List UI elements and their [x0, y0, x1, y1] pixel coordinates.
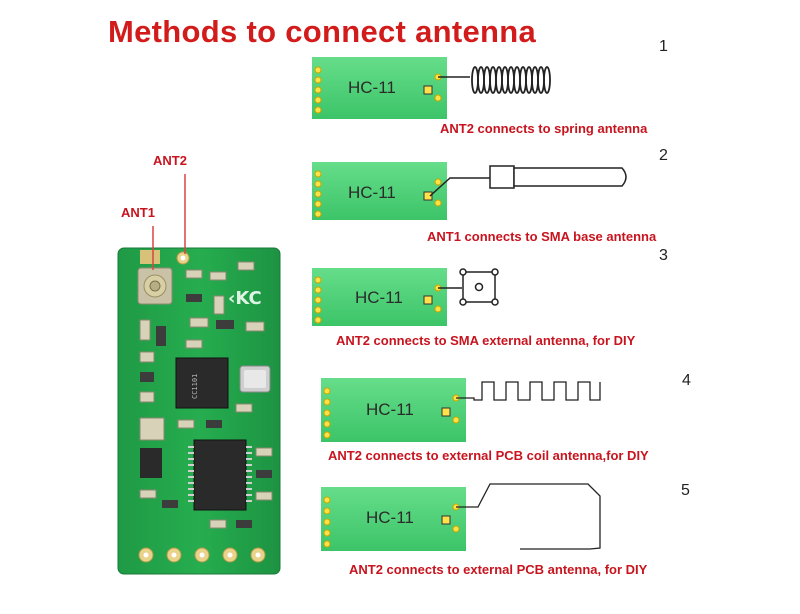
- method-4-module-label: HC-11: [366, 400, 414, 419]
- method-5-module-label: HC-11: [366, 508, 414, 527]
- diagram-title: Methods to connect antenna: [108, 14, 537, 49]
- external-pcb-antenna-icon: [456, 483, 601, 550]
- method-3-caption: ANT2 connects to SMA external antenna, f…: [336, 333, 636, 348]
- method-4-number: 4: [682, 372, 691, 389]
- method-3-diagram: HC-11: [312, 268, 499, 326]
- hc11-board-photo: ‹KC CC1101: [117, 247, 281, 575]
- method-5-number: 5: [681, 482, 690, 499]
- spring-antenna-icon: [471, 66, 551, 94]
- method-1-module-label: HC-11: [348, 78, 396, 97]
- method-2-module-label: HC-11: [348, 183, 396, 202]
- method-2-number: 2: [659, 147, 668, 164]
- sma-base-antenna-icon: [489, 165, 627, 189]
- method-2-caption: ANT1 connects to SMA base antenna: [427, 229, 657, 244]
- sma-external-connector-icon: [459, 268, 499, 306]
- method-4-caption: ANT2 connects to external PCB coil anten…: [328, 448, 649, 463]
- method-1-caption: ANT2 connects to spring antenna: [440, 121, 648, 136]
- method-5-caption: ANT2 connects to external PCB antenna, f…: [349, 562, 648, 577]
- pcb-coil-antenna-icon: [456, 381, 601, 401]
- svg-text:CC1101: CC1101: [191, 374, 199, 399]
- svg-text:‹KC: ‹KC: [228, 288, 262, 309]
- method-1-number: 1: [659, 38, 668, 55]
- method-2-diagram: HC-11: [312, 162, 627, 220]
- method-4-diagram: HC-11: [321, 378, 601, 442]
- method-1-diagram: HC-11: [312, 57, 551, 119]
- method-3-number: 3: [659, 247, 668, 264]
- ant2-label: ANT2: [153, 153, 187, 168]
- method-3-module-label: HC-11: [355, 288, 403, 307]
- ant1-label: ANT1: [121, 205, 155, 220]
- method-5-diagram: HC-11: [321, 483, 601, 551]
